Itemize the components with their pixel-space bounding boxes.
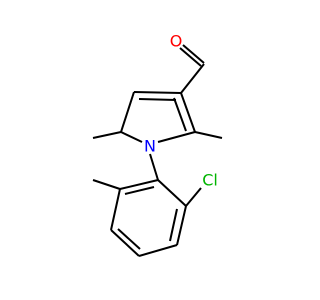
bond-c2-methyl (194, 131, 223, 139)
nitrogen-atom: N (144, 137, 156, 156)
bond-b3-b4 (110, 229, 140, 257)
oxygen-atom: O (170, 32, 183, 51)
bond-b5-b6-inner (169, 208, 178, 242)
bond-carbonyl-b (182, 44, 205, 64)
chemical-structure: O N Cl (92, 32, 223, 257)
benzene-ring (110, 179, 187, 257)
bond-aryl-methyl (92, 179, 121, 190)
bond-carbonyl-a (179, 47, 202, 67)
benzene-substituents (92, 179, 202, 207)
bond-c3-c4 (133, 91, 182, 94)
bond-b1-b2-inner (124, 186, 155, 195)
pyrrole-ring (120, 91, 196, 143)
pyrrole-methyls (92, 131, 223, 139)
bond-c4-c5 (120, 91, 135, 133)
bond-b6-b1 (157, 179, 187, 207)
bond-b1-b2 (119, 179, 159, 190)
bond-b2-b3 (110, 188, 121, 231)
bond-c3-c2-inner (173, 97, 187, 132)
bond-aryl-chlorine (185, 187, 202, 207)
bond-c3-c2 (180, 92, 196, 133)
bond-b5-b6 (176, 205, 187, 246)
bond-b4-b5 (138, 244, 178, 257)
bond-c5-methyl (92, 131, 122, 139)
aldehyde-group (179, 44, 205, 94)
chlorine-atom: Cl (202, 171, 218, 190)
bond-c3-cho (180, 63, 205, 94)
bond-c2-n (157, 131, 196, 143)
bond-b3-b4-inner (117, 228, 141, 250)
bond-c5-n (120, 131, 143, 143)
bond-n-aryl (149, 153, 159, 181)
bond-c3-c4-inner (138, 98, 177, 101)
